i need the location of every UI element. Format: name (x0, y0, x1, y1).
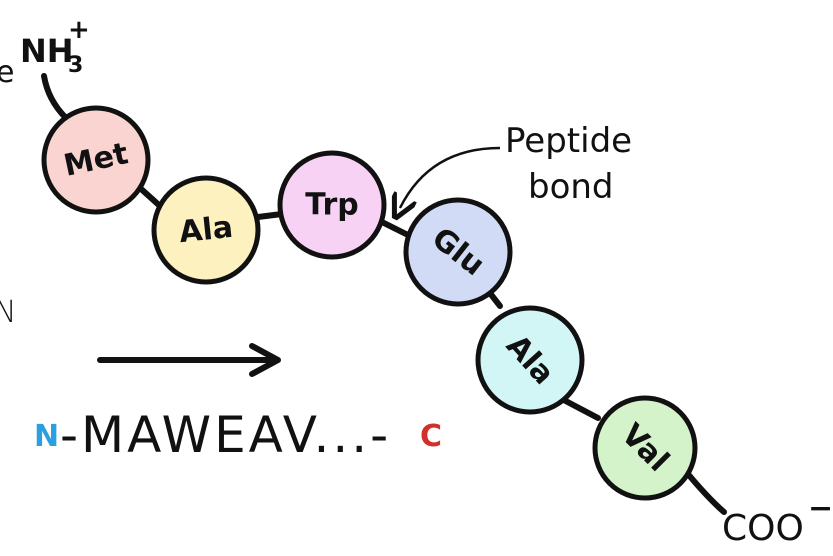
peptide-bond-annotation: Peptide bond (400, 121, 632, 208)
annotation-arrow (400, 146, 501, 208)
residue-met-1: Met (41, 105, 151, 215)
carboxyl-charge: − (808, 491, 833, 526)
residue-circle (277, 150, 387, 260)
annotation-line-1: Peptide (505, 121, 632, 161)
bond-val-carboxyl (685, 471, 727, 515)
bond-ala-val (557, 395, 601, 421)
amino-terminus: NH 3 + (20, 15, 90, 78)
direction-arrow (97, 343, 281, 377)
clipped-text-top: e (0, 55, 14, 90)
residue-circle (592, 395, 698, 501)
residue-circle (475, 305, 585, 415)
residue-ala-2: Ala (151, 175, 261, 285)
amino-charge: + (68, 15, 90, 45)
residue-label: Ala (177, 210, 234, 250)
bond-trp-glu (379, 219, 413, 239)
residue-ala-5: Ala (475, 305, 585, 415)
bond-met-ala (137, 185, 163, 209)
sequence-body: -MAWEAV...- (60, 406, 391, 464)
backbone-bonds (41, 73, 727, 515)
residue-trp-3: Trp (277, 150, 387, 260)
annotation-line-2: bond (528, 167, 614, 207)
n-terminus-label: N (34, 419, 59, 454)
residue-circle (151, 175, 261, 285)
bond-amino-met (41, 73, 69, 121)
bond-ala-trp (255, 211, 285, 220)
residue-circle (41, 105, 151, 215)
residue-glu-4: Glu (403, 197, 513, 307)
clipped-text-mid: N (0, 295, 16, 330)
residue-circle (403, 197, 513, 307)
residue-val-6: Val (592, 395, 698, 501)
sequence-line: N -MAWEAV...- C (34, 406, 442, 464)
amino-group-label: NH (20, 32, 74, 70)
residue-label: Trp (305, 188, 358, 223)
carboxyl-group-label: COO (722, 508, 804, 549)
amino-subscript: 3 (68, 53, 83, 78)
carboxyl-terminus: COO − (722, 491, 833, 549)
c-terminus-label: C (420, 419, 442, 454)
